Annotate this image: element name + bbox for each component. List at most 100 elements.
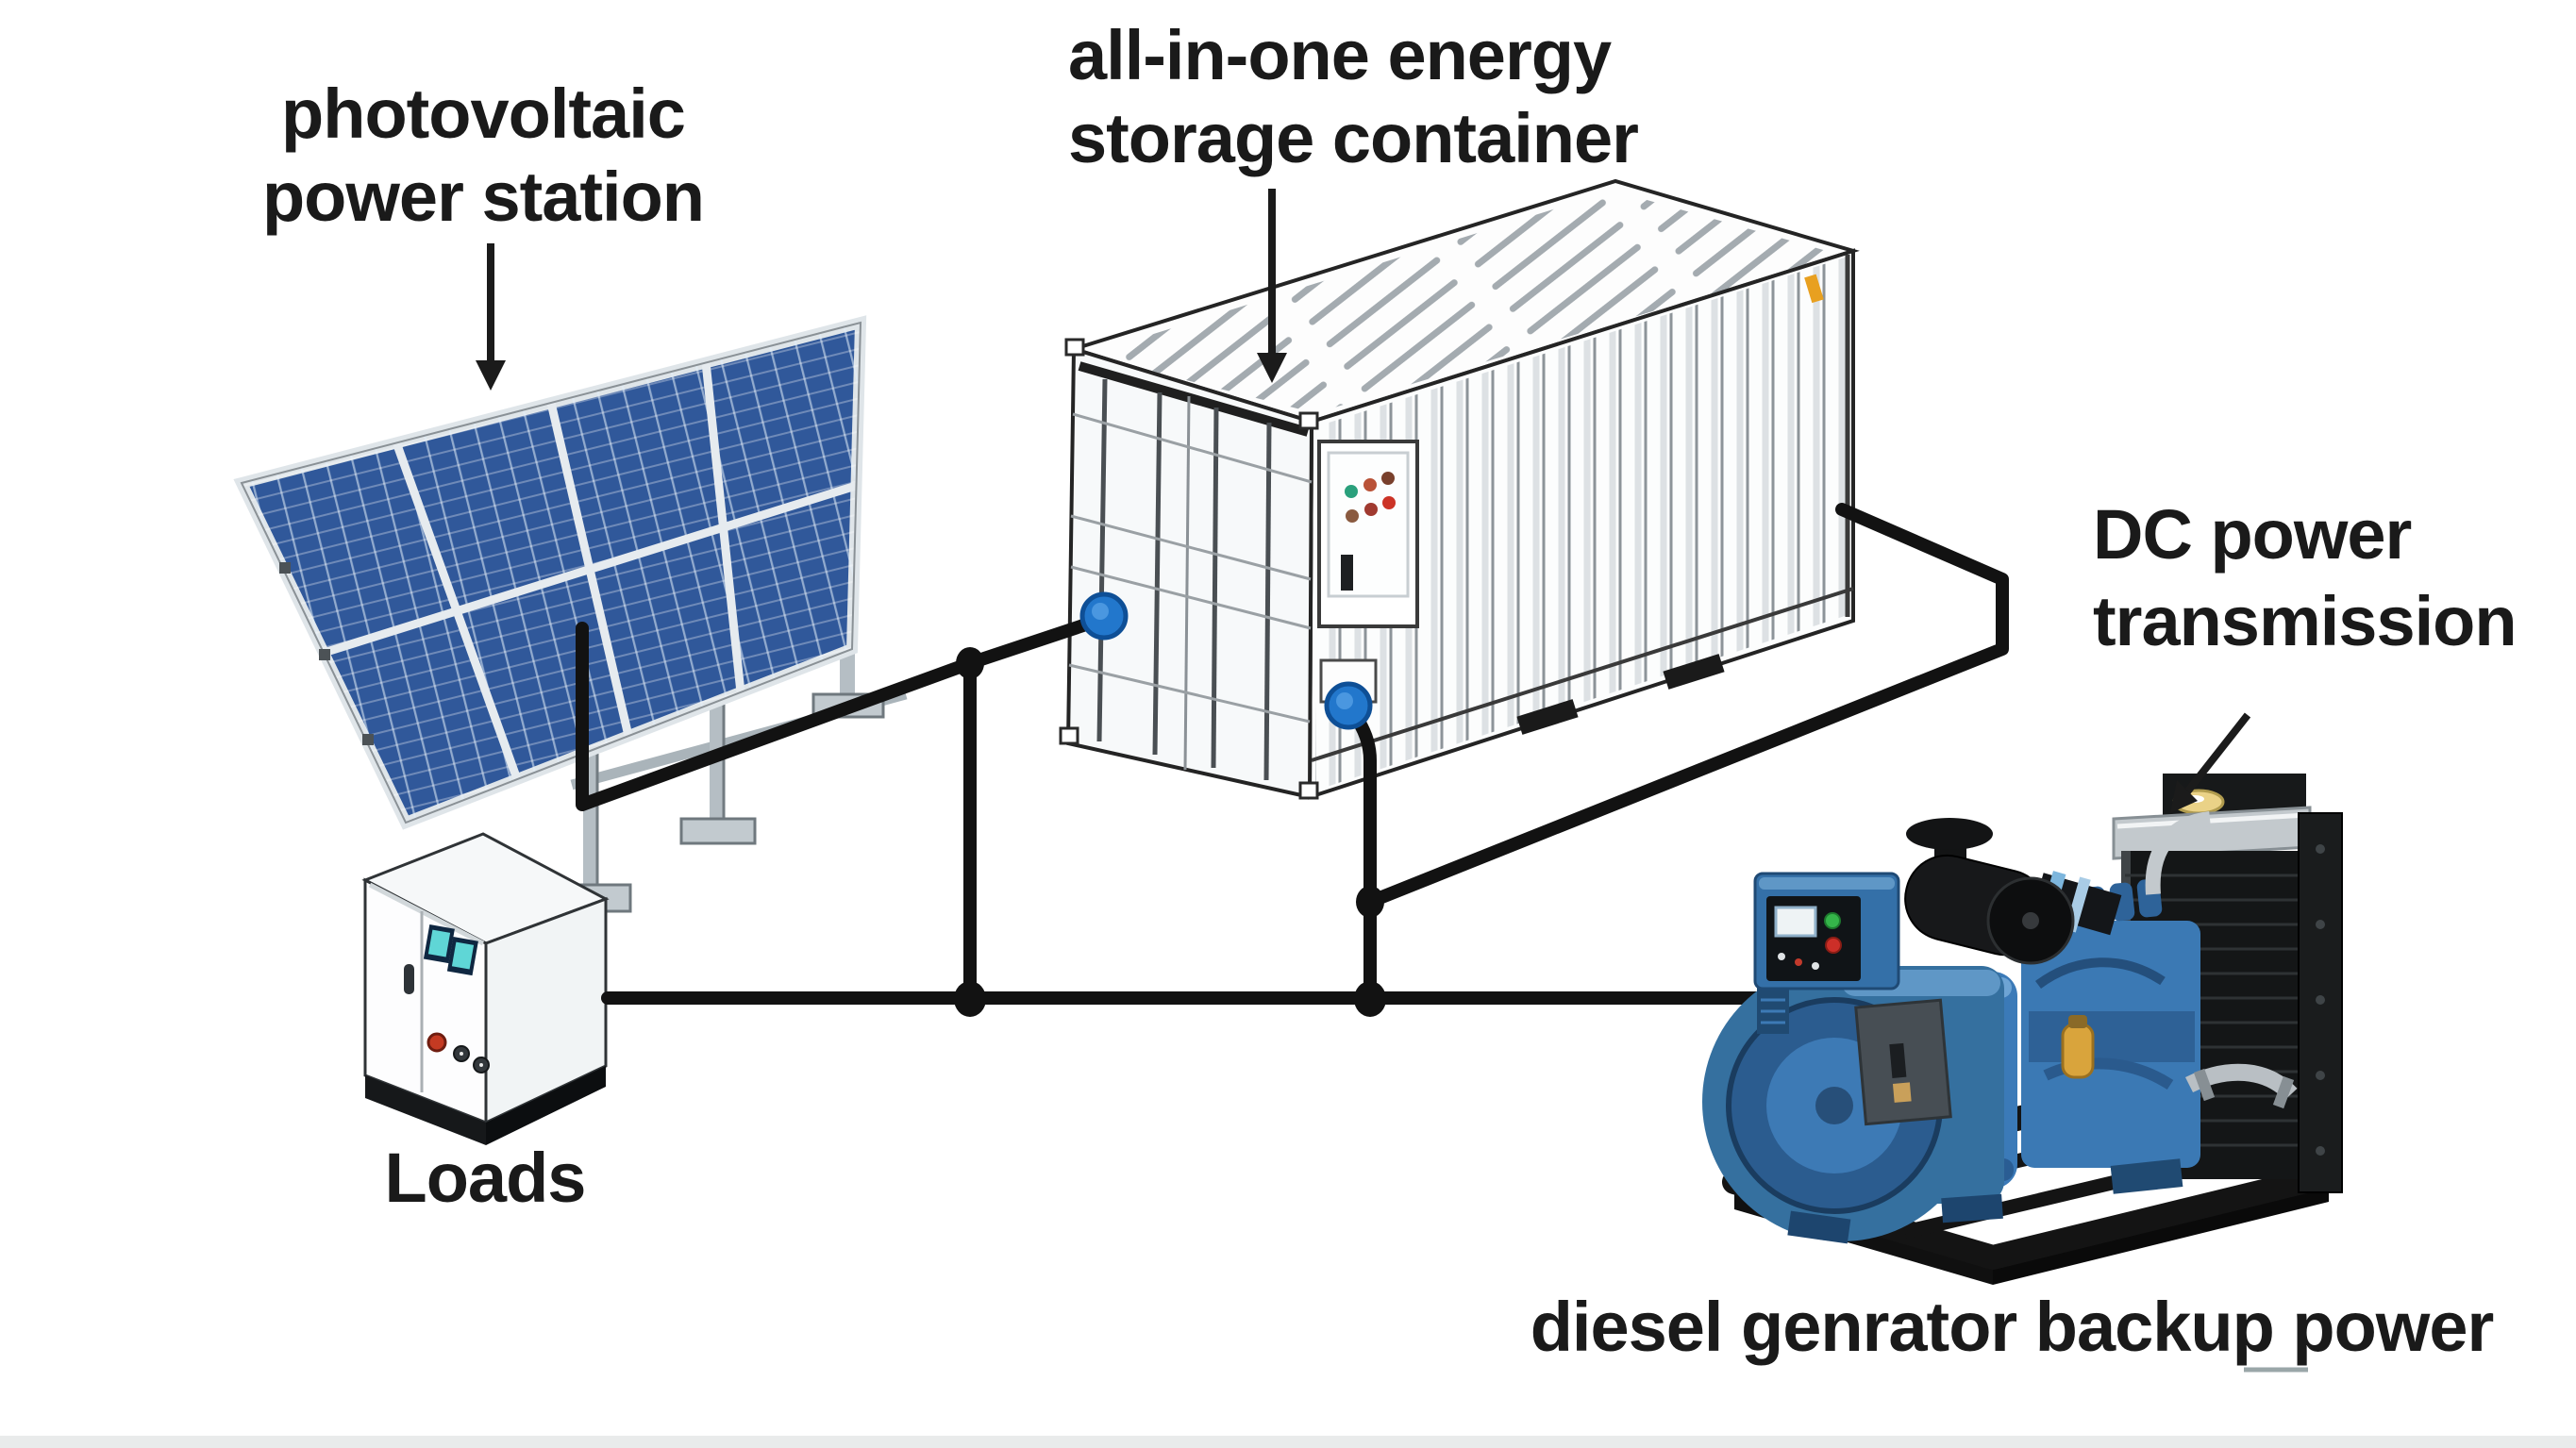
loads-cabinet-illustration <box>361 832 610 1145</box>
loads-door-handle <box>404 964 414 994</box>
container-orange-tag <box>1804 274 1824 304</box>
dc-label-line1: DC power <box>2093 495 2412 574</box>
container-door-strap <box>1072 412 1313 484</box>
control-box-top-highlight <box>1759 877 1895 890</box>
container-lock-rod <box>1096 378 1108 742</box>
control-box-screen <box>1774 906 1817 938</box>
indicator-light-darkred <box>1364 503 1378 516</box>
pv-mount-clamp <box>319 649 330 660</box>
pv-input-port-core <box>1092 603 1109 620</box>
diesel-label: diesel genrator backup power <box>1531 1288 2494 1366</box>
alternator-foot <box>1941 1193 2003 1223</box>
junction-dot <box>956 647 984 679</box>
engine-fuel-filter <box>2061 1023 2095 1079</box>
alternator-junction-box <box>1854 998 1952 1126</box>
wire-dc-transmission <box>1363 503 2009 908</box>
air-filter-hub <box>2022 912 2039 929</box>
wire-junctions <box>954 647 1386 1017</box>
radiator-bolt <box>2316 1071 2325 1080</box>
hose-clamp <box>2272 1075 2295 1109</box>
container-corner-fitting <box>1064 338 1085 357</box>
loads-plinth-side <box>486 1066 606 1145</box>
annotation-arrows <box>476 189 2251 813</box>
container-side-bottom-rail <box>1311 587 1854 762</box>
storage-label-line1: all-in-one energy <box>1068 16 1612 94</box>
pv-base-plate <box>679 817 757 845</box>
indicator-light-maroon <box>1381 472 1395 485</box>
storage-label-line2: storage container <box>1068 99 1638 177</box>
pv-mount-clamp <box>362 734 374 745</box>
control-box-dot <box>1795 958 1802 966</box>
junction-dot <box>1354 981 1386 1017</box>
loads-roof-shadow <box>368 882 485 946</box>
container-lock-rod <box>1211 407 1219 769</box>
radiator-bolt <box>2316 1146 2325 1156</box>
container-control-cabinet <box>1317 440 1419 628</box>
container-corner-fitting <box>1298 781 1319 800</box>
container-door-strap <box>1070 565 1312 630</box>
loads-screen-glass <box>427 929 451 957</box>
wire-pv-to-container <box>576 611 1112 811</box>
dc-output-port-core <box>1336 692 1353 709</box>
diesel-generator-illustration <box>1702 774 2343 1285</box>
container-door-strap <box>1068 663 1311 724</box>
container-door-seam <box>1183 395 1191 771</box>
storage-label-arrowhead <box>1257 353 1287 383</box>
engine-mid-band <box>2029 1011 2195 1062</box>
loads-screen <box>446 937 478 976</box>
loads-label: Loads <box>385 1139 586 1217</box>
alternator-hub <box>1815 1087 1853 1124</box>
engine-fuel-filter-cap <box>2068 1015 2087 1028</box>
footer-strip <box>0 1436 2576 1448</box>
pv-panel-array <box>233 315 867 830</box>
engine-pipe <box>2035 957 2166 990</box>
dc-label-line2: transmission <box>2093 582 2517 660</box>
pv-panel-outline <box>240 321 862 824</box>
control-box-dot <box>1812 962 1819 970</box>
engine-pipe <box>2043 1057 2174 1090</box>
genset-radiator <box>2112 774 2343 1193</box>
container-fork-pocket <box>1516 699 1579 735</box>
loads-screen <box>423 924 455 964</box>
air-filter-mushroom-cap <box>1906 818 1993 850</box>
indicator-light-teal <box>1345 485 1358 498</box>
container-corner-fitting <box>1298 411 1319 430</box>
indicator-light-bright-red <box>1382 496 1396 509</box>
hose-clamp <box>2193 1068 2216 1102</box>
control-box-red-button <box>1825 937 1842 954</box>
pv-label-line1: photovoltaic <box>281 75 685 153</box>
container-corner-fitting <box>1059 726 1079 745</box>
alternator-foot <box>1787 1210 1851 1244</box>
control-cabinet-inner <box>1327 451 1410 598</box>
radiator-tank-highlight <box>2116 812 2307 829</box>
radiator-bolt <box>2316 995 2325 1005</box>
control-cabinet-slot <box>1341 555 1353 591</box>
control-box-green-button <box>1824 912 1841 929</box>
loads-stop-button <box>427 1032 447 1053</box>
container-door-top-band <box>1078 361 1310 437</box>
loads-knob-pin <box>460 1052 463 1056</box>
container-lock-rod <box>1152 391 1163 756</box>
container-ports <box>1079 591 1373 730</box>
junction-dot <box>1356 886 1384 918</box>
junction-box-label <box>1892 1082 1912 1103</box>
genset-air-filter <box>1904 818 2122 965</box>
junction-dot <box>954 981 986 1017</box>
radiator-bolt <box>2316 844 2325 854</box>
storage-container-illustration <box>1059 178 1860 800</box>
loads-plinth-front <box>365 1075 486 1145</box>
dc-label-arrow-line <box>2182 712 2251 797</box>
indicator-light-brown <box>1346 509 1359 523</box>
engine-foot <box>2110 1158 2183 1194</box>
radiator-upper-hose <box>2145 811 2212 895</box>
text-labels: photovoltaic power station all-in-one en… <box>262 16 2517 1373</box>
container-fork-pocket <box>1663 654 1725 690</box>
genset-control-box <box>1753 872 1900 990</box>
indicator-light-red <box>1363 478 1377 491</box>
container-door-strap <box>1070 514 1312 581</box>
radiator-bolt <box>2316 920 2325 929</box>
container-lock-rod <box>1263 422 1272 781</box>
pv-mount-clamp <box>279 562 291 574</box>
